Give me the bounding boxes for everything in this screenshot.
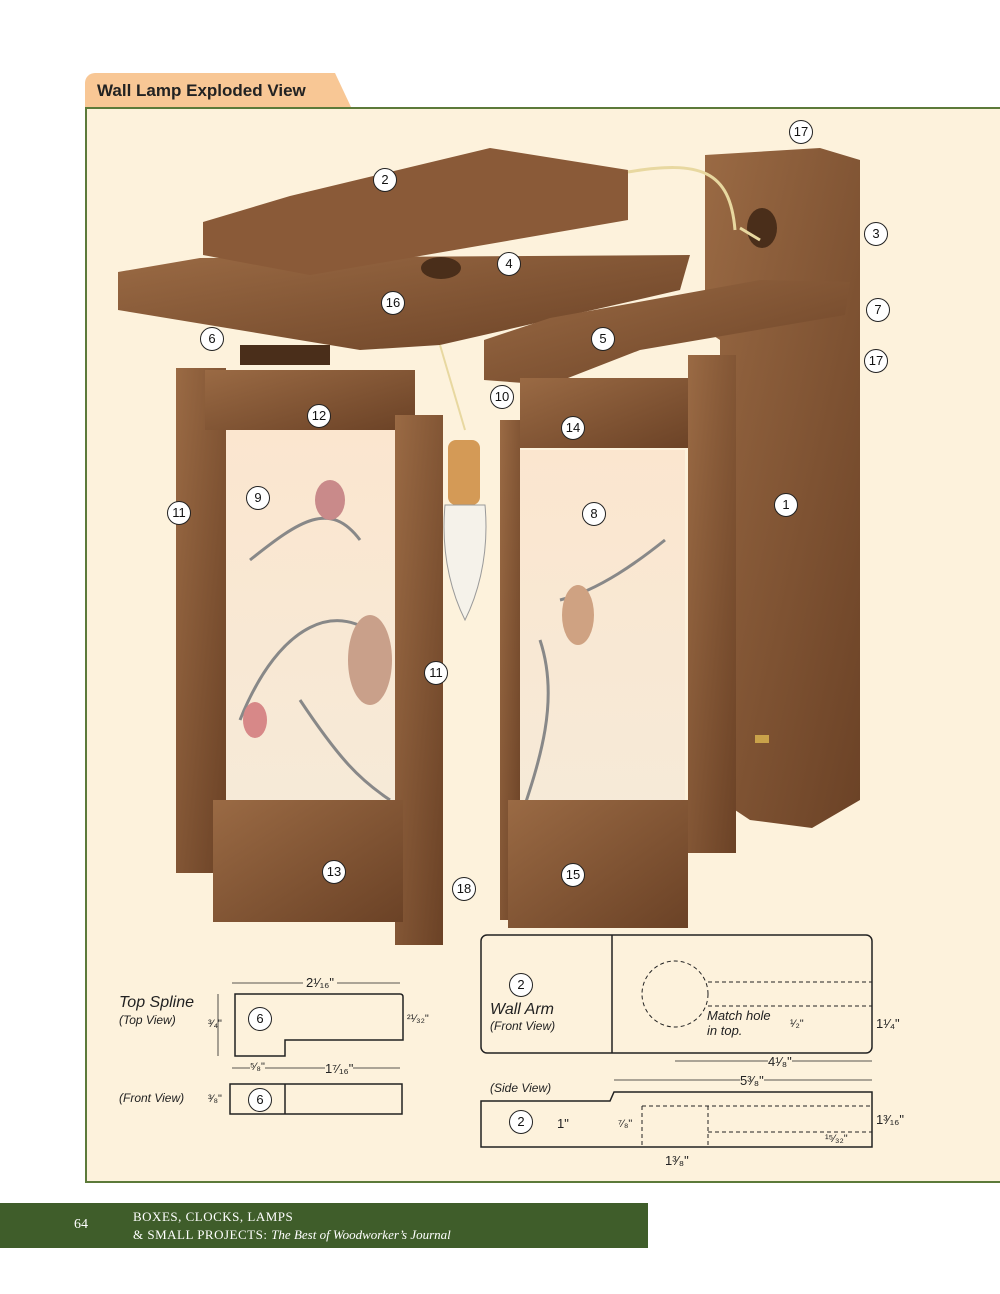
- callout: 5: [591, 327, 615, 351]
- left-frame: [176, 345, 443, 945]
- part-callout: 6: [248, 1088, 272, 1112]
- dim-thickness: ³⁄₈": [208, 1093, 222, 1105]
- dim-hole-offset: 4¹⁄₈": [768, 1054, 792, 1069]
- callout: 7: [866, 298, 890, 322]
- callout: 11: [424, 661, 448, 685]
- wall-arm-piece: [203, 148, 628, 275]
- dim-hole-depth: ⁷⁄₈": [618, 1118, 633, 1130]
- callout: 12: [307, 404, 331, 428]
- top-spline-drawing: [217, 982, 404, 1115]
- page-footer: 64 BOXES, CLOCKS, LAMPS & SMALL PROJECTS…: [0, 1203, 648, 1248]
- dim-width: ³⁄₄": [208, 1018, 222, 1030]
- dim-length: 2¹⁄₁₆": [303, 975, 337, 990]
- right-frame: [500, 355, 736, 928]
- callout: 4: [497, 252, 521, 276]
- callout: 11: [167, 501, 191, 525]
- dim-total-h: 1³⁄₁₆": [876, 1112, 904, 1127]
- front-view-label: (Front View): [119, 1091, 185, 1105]
- callout: 1: [774, 493, 798, 517]
- light-bulb: [439, 344, 487, 622]
- book-subtitle: The Best of Woodworker’s Journal: [271, 1227, 451, 1242]
- match-hole-note: Match hole in top.: [707, 1008, 771, 1038]
- dim-half: ¹⁄₂": [790, 1018, 804, 1030]
- wall-arm-drawing: [480, 934, 873, 1148]
- dim-rest: 1⁷⁄₁₆": [325, 1061, 354, 1076]
- part-callout: 6: [248, 1007, 272, 1031]
- wall-arm-subtitle: (Front View): [490, 1019, 556, 1033]
- dim-hole-w: 1³⁄₈": [665, 1153, 689, 1168]
- callout: 2: [373, 168, 397, 192]
- part-callout: 2: [509, 1110, 533, 1134]
- callout: 10: [490, 385, 514, 409]
- callout: 6: [200, 327, 224, 351]
- side-view-label: (Side View): [490, 1081, 552, 1095]
- dim-right: ²¹⁄₃₂": [407, 1013, 429, 1025]
- part-callout: 2: [509, 973, 533, 997]
- callout: 14: [561, 416, 585, 440]
- callout: 18: [452, 877, 476, 901]
- callout: 9: [246, 486, 270, 510]
- callout: 17: [789, 120, 813, 144]
- dim-notch: ⁵⁄₈": [250, 1061, 265, 1073]
- callout: 13: [322, 860, 346, 884]
- callout: 3: [864, 222, 888, 246]
- side-arm: [484, 280, 850, 385]
- top-spline-subtitle: (Top View): [119, 1013, 176, 1027]
- callout: 8: [582, 502, 606, 526]
- top-spline-title: Top Spline: [119, 994, 195, 1011]
- callout: 16: [381, 291, 405, 315]
- dim-slot: ¹⁵⁄₃₂": [825, 1133, 848, 1145]
- dim-top-len: 5³⁄₈": [740, 1073, 764, 1088]
- book-title-line2: & SMALL PROJECTS: The Best of Woodworker…: [133, 1227, 451, 1243]
- page-number: 64: [74, 1217, 88, 1232]
- dim-side-h: 1": [557, 1116, 569, 1131]
- dim-height: 1¹⁄₄": [876, 1016, 900, 1031]
- callout: 17: [864, 349, 888, 373]
- book-title-prefix: & SMALL PROJECTS:: [133, 1227, 272, 1242]
- section-tab: Wall Lamp Exploded View: [85, 73, 351, 107]
- callout: 15: [561, 863, 585, 887]
- section-title: Wall Lamp Exploded View: [97, 81, 306, 100]
- wall-arm-title: Wall Arm: [490, 1001, 554, 1018]
- book-title-line1: BOXES, CLOCKS, LAMPS: [133, 1209, 294, 1224]
